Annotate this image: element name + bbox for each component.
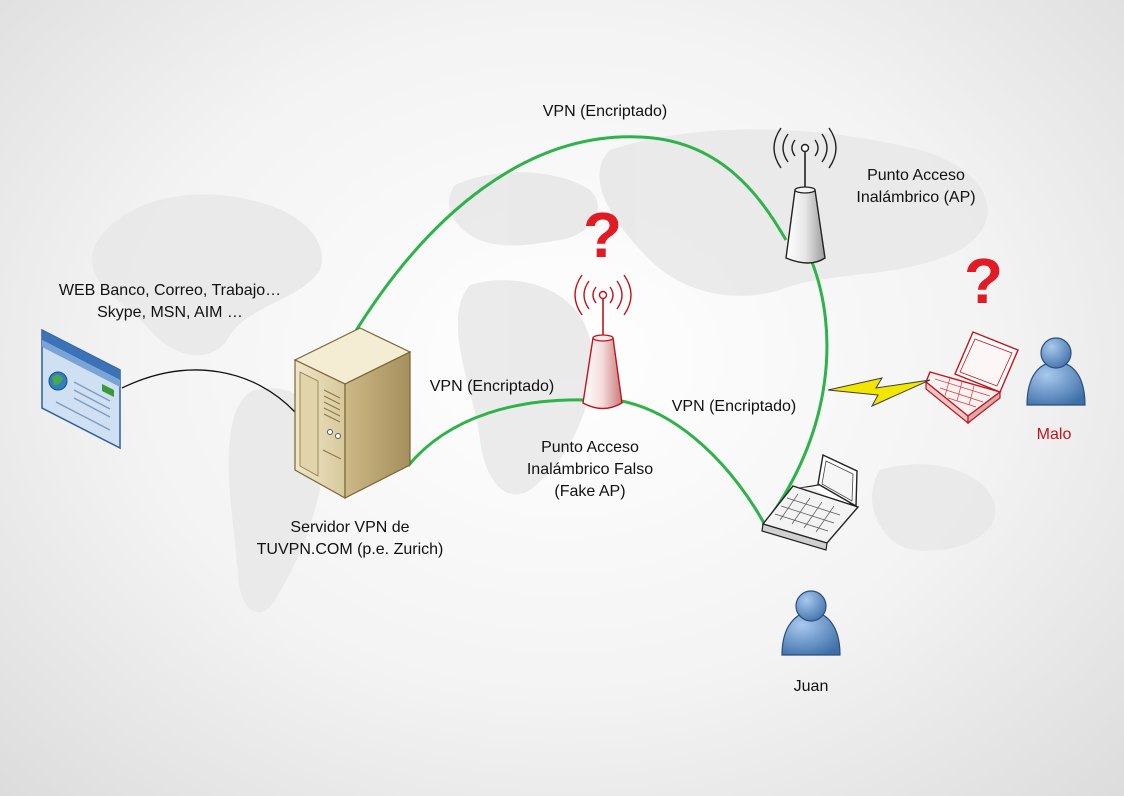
vpn-tunnel-ap-to-laptop — [761, 261, 829, 528]
vpn-label-top: VPN (Encriptado) — [542, 103, 668, 120]
ap-label-line-1: Punto Acceso — [867, 167, 965, 184]
fake-ap-label-line-1: Punto Acceso — [541, 439, 639, 456]
services-line-2: Skype, MSN, AIM … — [97, 304, 243, 321]
fake-ap-question-mark: ? — [583, 199, 623, 271]
juan-label: Juan — [793, 678, 829, 695]
server-label: Servidor VPN de TUVPN.COM (p.e. Zurich) — [230, 517, 470, 561]
vpn-tunnel-top — [350, 135, 788, 338]
vpn-label-right: VPN (Encriptado) — [671, 398, 797, 415]
server-label-line-1: Servidor VPN de — [290, 519, 410, 536]
server-label-line-2: TUVPN.COM (p.e. Zurich) — [256, 541, 444, 558]
lightning-icon — [827, 377, 931, 408]
fake-ap-label: Punto Acceso Inalámbrico Falso (Fake AP) — [500, 437, 680, 503]
attacker-question-mark: ? — [964, 245, 1004, 317]
fake-ap-label-line-3: (Fake AP) — [554, 483, 626, 500]
malo-label: Malo — [1036, 426, 1072, 443]
services-label: WEB Banco, Correo, Trabajo… Skype, MSN, … — [20, 280, 320, 324]
fake-antenna-icon — [574, 274, 632, 410]
ap-label-line-2: Inalámbrico (AP) — [856, 189, 976, 206]
fake-ap-label-line-2: Inalámbrico Falso — [526, 461, 654, 478]
laptop-icon — [761, 453, 860, 551]
vpn-tunnels — [350, 135, 829, 528]
antenna-icon — [773, 127, 837, 264]
ap-label: Punto Acceso Inalámbrico (AP) — [826, 165, 1006, 209]
lan-link — [121, 369, 296, 413]
attacker-laptop-icon — [925, 331, 1019, 425]
attacker-person-icon — [1026, 337, 1086, 406]
services-line-1: WEB Banco, Correo, Trabajo… — [58, 282, 282, 299]
vpn-label-left: VPN (Encriptado) — [429, 378, 555, 395]
server-icon — [293, 327, 412, 500]
vpn-tunnel-bottom — [406, 398, 589, 467]
person-icon — [781, 590, 841, 656]
vpn-tunnel-fake-to-laptop — [615, 398, 767, 526]
browser-window-icon — [41, 328, 121, 450]
